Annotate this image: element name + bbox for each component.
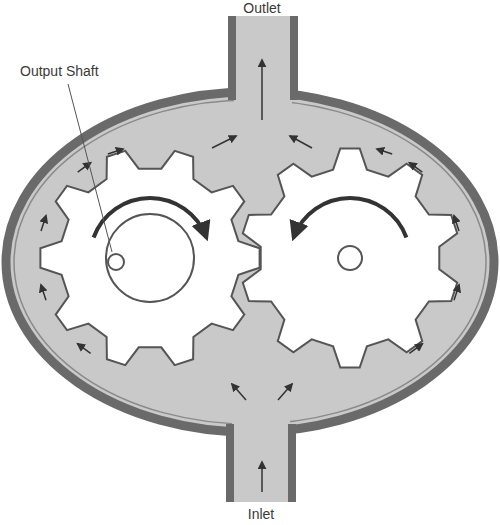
inlet-pipe <box>232 396 290 502</box>
part-label: Outlet <box>243 1 280 16</box>
pocket-arrow <box>41 285 46 300</box>
outlet-pipe-wall <box>228 16 236 100</box>
gear-hub <box>106 214 194 302</box>
flow-arrow <box>261 462 263 492</box>
pocket-arrow <box>377 149 392 154</box>
part-label: Inlet <box>248 507 274 522</box>
pocket-arrow <box>454 285 459 300</box>
leader-line <box>68 84 112 252</box>
pocket-arrow <box>78 344 91 353</box>
flow-arrow <box>232 384 246 400</box>
pocket-arrow <box>454 216 459 231</box>
rotation-arrow <box>94 198 207 238</box>
pocket-arrow <box>409 163 422 172</box>
outlet-pipe <box>234 16 292 128</box>
pump-casing <box>6 92 494 432</box>
flow-arrow <box>290 136 312 148</box>
output-shaft <box>108 254 124 270</box>
part-label: Output Shaft <box>20 64 99 79</box>
pocket-arrow <box>409 344 422 353</box>
flow-arrows <box>41 60 459 492</box>
flow-arrow <box>278 384 292 400</box>
gear-axle <box>338 246 362 270</box>
pocket-arrow <box>108 149 123 154</box>
pocket-arrow <box>41 216 46 231</box>
rotation-arrow <box>294 198 407 238</box>
drive-gear <box>40 151 259 365</box>
driven-gear <box>243 148 457 367</box>
flow-arrow <box>261 60 263 120</box>
flow-arrow <box>212 136 236 148</box>
inlet-pipe-wall <box>288 424 296 502</box>
outlet-pipe-wall <box>290 16 298 100</box>
inlet-pipe-wall <box>226 424 234 502</box>
